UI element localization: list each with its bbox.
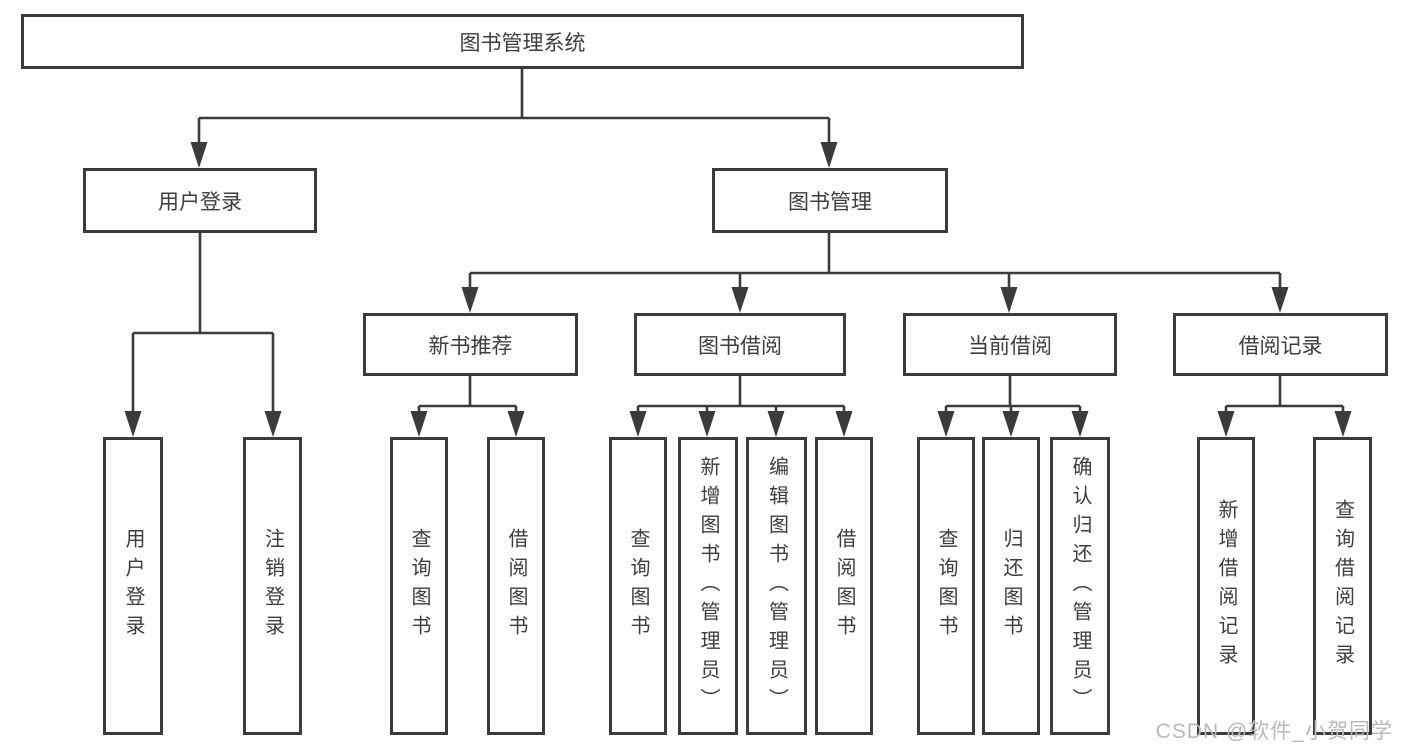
leaf-query-books-recommend: 查询图书 [390,437,448,735]
leaf-query-borrow-record-label: 查询借阅记录 [1331,499,1354,673]
leaf-add-borrow-record: 新增借阅记录 [1197,437,1255,735]
leaf-edit-book-admin: 编辑图书（管理员） [746,437,807,735]
node-borrow-records-label: 借阅记录 [1238,334,1323,358]
leaf-confirm-return-admin-label: 确认归还（管理员） [1069,455,1091,717]
leaf-logout-label: 注销登录 [261,528,284,644]
leaf-query-books-current-label: 查询图书 [935,528,957,644]
leaf-return-book: 归还图书 [982,437,1040,735]
node-root: 图书管理系统 [21,14,1024,69]
node-current-borrow-label: 当前借阅 [968,334,1052,358]
node-root-label: 图书管理系统 [459,31,586,55]
leaf-user-login: 用户登录 [103,437,163,735]
leaf-logout: 注销登录 [243,437,302,735]
leaf-user-login-label: 用户登录 [122,528,144,644]
leaf-borrow-books-recommend-label: 借阅图书 [505,528,527,644]
node-user-login: 用户登录 [83,168,317,233]
leaf-confirm-return-admin: 确认归还（管理员） [1050,437,1110,735]
leaf-borrow-books-borrow: 借阅图书 [815,437,873,735]
node-borrow-records: 借阅记录 [1173,313,1388,376]
leaf-query-borrow-record: 查询借阅记录 [1313,437,1372,735]
leaf-query-books-borrow-label: 查询图书 [627,528,649,644]
node-new-book-recommend-label: 新书推荐 [428,334,513,358]
node-book-management-label: 图书管理 [788,190,872,214]
node-user-login-label: 用户登录 [158,190,242,214]
node-new-book-recommend: 新书推荐 [363,313,578,376]
leaf-return-book-label: 归还图书 [1000,528,1022,644]
node-current-borrow: 当前借阅 [903,313,1117,376]
arrowheads [124,142,1352,437]
leaf-add-book-admin: 新增图书（管理员） [678,437,738,735]
node-book-borrow: 图书借阅 [634,313,846,376]
leaf-query-books-borrow: 查询图书 [609,437,667,735]
leaf-query-books-current: 查询图书 [917,437,975,735]
leaf-borrow-books-borrow-label: 借阅图书 [833,528,855,644]
leaf-borrow-books-recommend: 借阅图书 [487,437,545,735]
leaf-add-book-admin-label: 新增图书（管理员） [697,455,719,717]
node-book-borrow-label: 图书借阅 [698,334,782,358]
leaf-query-books-recommend-label: 查询图书 [408,528,430,644]
leaf-add-borrow-record-label: 新增借阅记录 [1215,499,1237,673]
csdn-watermark: CSDN @软件_小贺同学 [1155,720,1393,743]
node-book-management: 图书管理 [712,168,948,233]
connector-path [131,69,1345,411]
leaf-edit-book-admin-label: 编辑图书（管理员） [765,455,788,717]
